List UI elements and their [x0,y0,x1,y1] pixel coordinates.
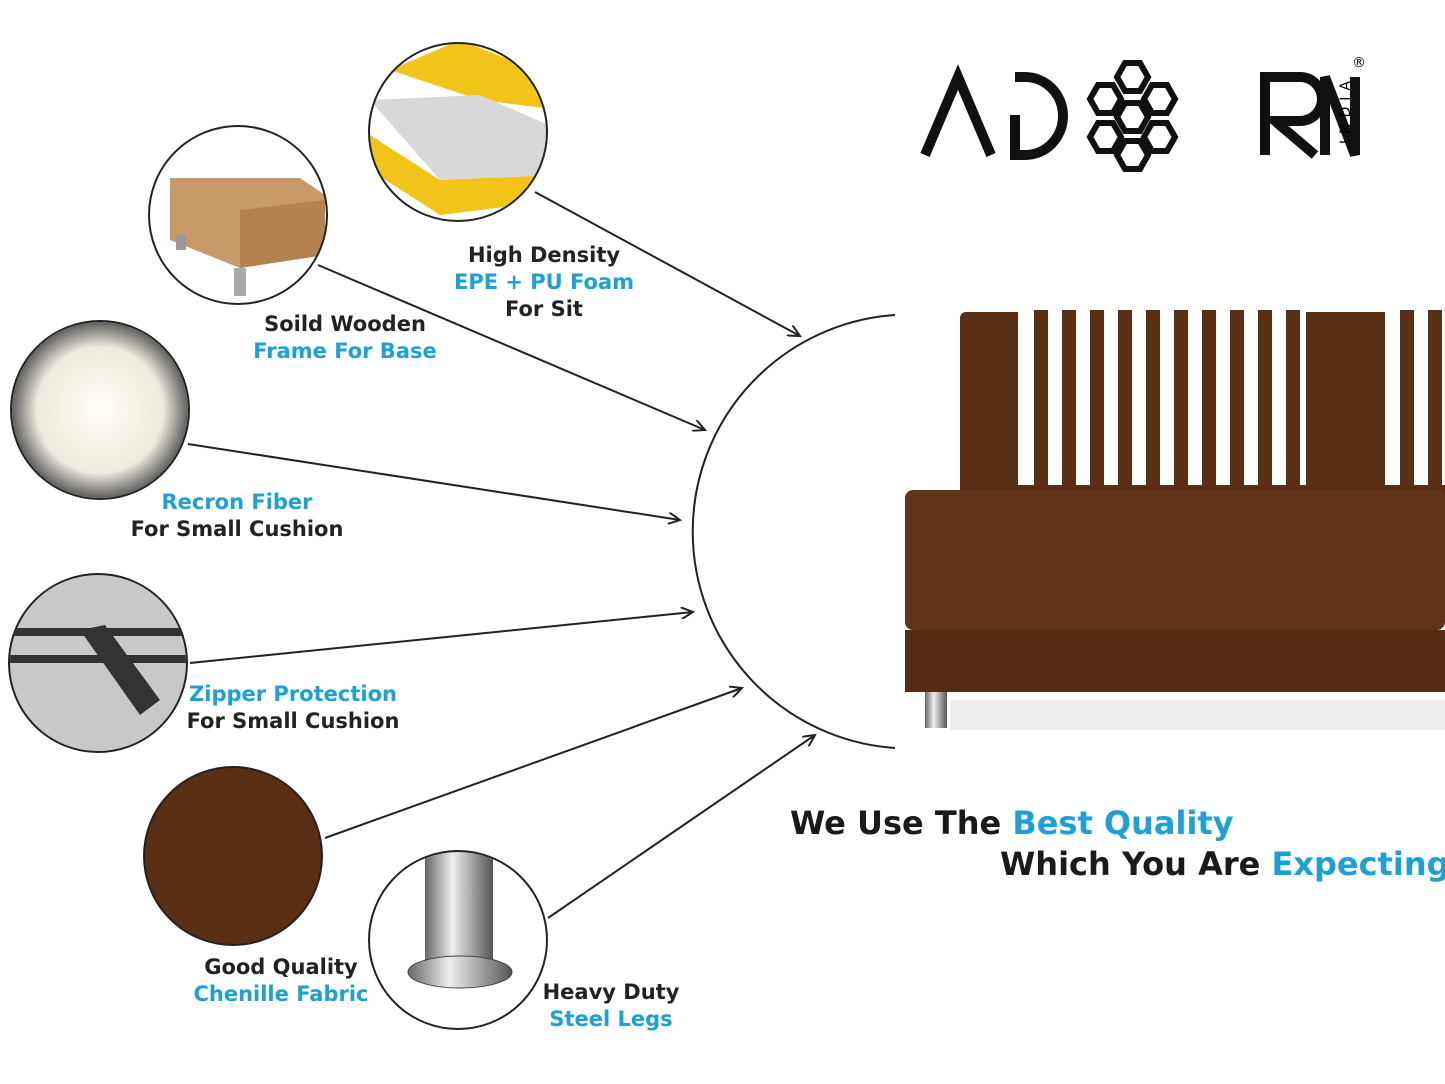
tagline-line1: We Use The Best Quality [790,804,1234,842]
brand-logo: INDIA ® [920,55,1370,175]
brand-sub: INDIA [1338,75,1354,145]
steel-leg-icon [370,852,546,1028]
striped-cushion [1018,310,1306,485]
striped-cushion-2 [1385,310,1445,485]
foam-layers-icon [370,44,546,220]
tagline-line2: Which You Are Expecting [1000,845,1445,883]
fabric-swatch-icon [143,766,323,946]
registered-mark: ® [1352,55,1366,71]
focus-arc [691,314,896,749]
sofa-image [905,310,1445,730]
fiber-icon [12,322,188,498]
wooden-frame-icon [170,178,325,296]
zipper-icon [10,575,186,751]
pointer-arrows [187,191,815,919]
